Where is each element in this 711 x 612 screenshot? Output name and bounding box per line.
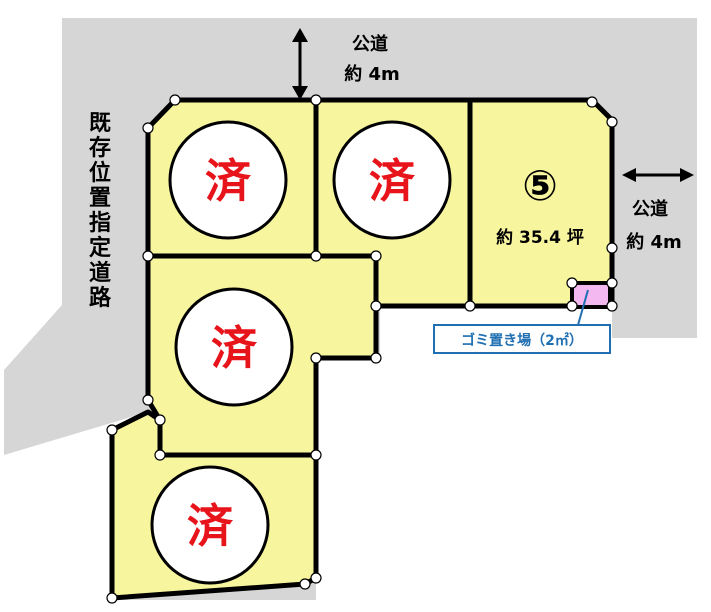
plot-5-area: 約 35.4 坪 bbox=[496, 227, 584, 248]
sold-stamp-lot-3: 済 bbox=[174, 287, 294, 407]
right-road-width: 約 4m bbox=[626, 231, 682, 253]
svg-text:済: 済 bbox=[369, 154, 416, 208]
garbage-callout-box bbox=[433, 324, 611, 354]
garbage-callout-line bbox=[577, 289, 589, 326]
garbage-area-label: ゴミ置き場（2㎡） bbox=[461, 332, 583, 349]
svg-text:既: 既 bbox=[89, 111, 111, 136]
svg-text:済: 済 bbox=[211, 321, 258, 375]
lot-5 bbox=[467, 97, 615, 309]
svg-text:位: 位 bbox=[89, 160, 111, 186]
sold-stamp-lot-1: 済 bbox=[168, 120, 288, 240]
boundary-markers bbox=[106, 94, 618, 604]
sold-stamp-lot-4: 済 bbox=[150, 465, 270, 585]
top-road-name: 公道 bbox=[352, 33, 388, 55]
svg-text:路: 路 bbox=[89, 285, 112, 311]
svg-text:存: 存 bbox=[89, 135, 111, 161]
sold-stamp-lot-2: 済 bbox=[332, 120, 452, 240]
svg-text:定: 定 bbox=[89, 235, 111, 261]
svg-text:済: 済 bbox=[205, 154, 252, 208]
svg-text:置: 置 bbox=[89, 186, 111, 211]
top-road-arrow-icon bbox=[292, 28, 308, 100]
garbage-area bbox=[570, 281, 612, 309]
right-road-name: 公道 bbox=[632, 198, 668, 220]
svg-text:済: 済 bbox=[187, 499, 234, 553]
right-road-arrow-icon bbox=[622, 168, 694, 182]
svg-text:指: 指 bbox=[89, 211, 111, 236]
top-road-width: 約 4m bbox=[344, 63, 400, 85]
svg-text:道: 道 bbox=[89, 260, 111, 286]
left-road-vertical-label: 既 存 位 置 指 定 道 路 bbox=[89, 111, 112, 311]
plot-5-number: ⑤ bbox=[522, 161, 558, 210]
